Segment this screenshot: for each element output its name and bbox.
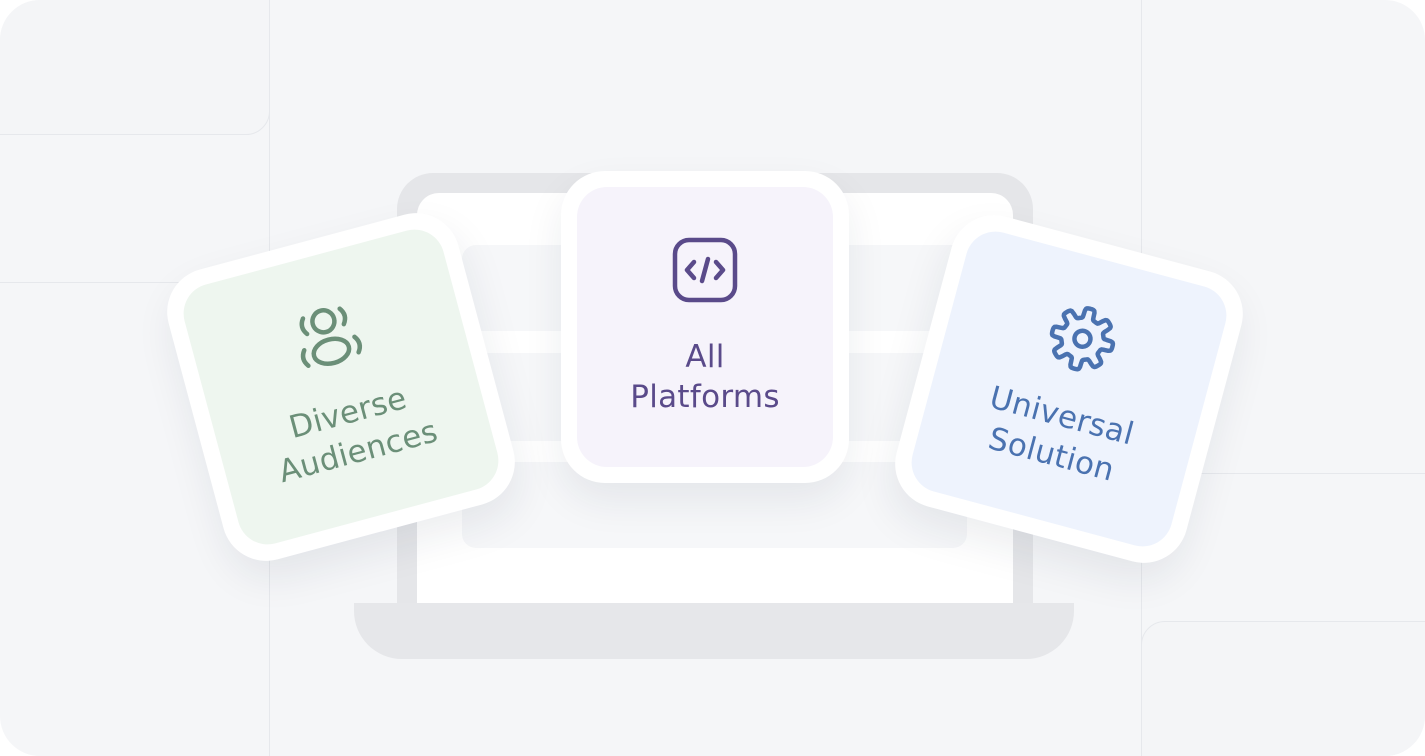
- card-label-line1: All: [685, 339, 725, 375]
- grid-line: [1141, 473, 1425, 474]
- gear-outline: [1049, 306, 1116, 372]
- background-panel: [0, 0, 270, 135]
- grid-line: [0, 282, 269, 283]
- gear-center: [1072, 328, 1093, 350]
- gear-icon: [1049, 306, 1116, 372]
- card-label-line2: Platforms: [630, 379, 780, 415]
- laptop-base: [354, 603, 1074, 659]
- code-icon: [672, 237, 738, 303]
- card-diverse-audiences: Diverse Audiences: [157, 203, 525, 571]
- card-universal-solution: Universal Solution: [885, 205, 1253, 573]
- card-all-platforms: All Platforms: [561, 171, 849, 483]
- background-panel: [1141, 621, 1425, 756]
- users-icon: [299, 306, 363, 368]
